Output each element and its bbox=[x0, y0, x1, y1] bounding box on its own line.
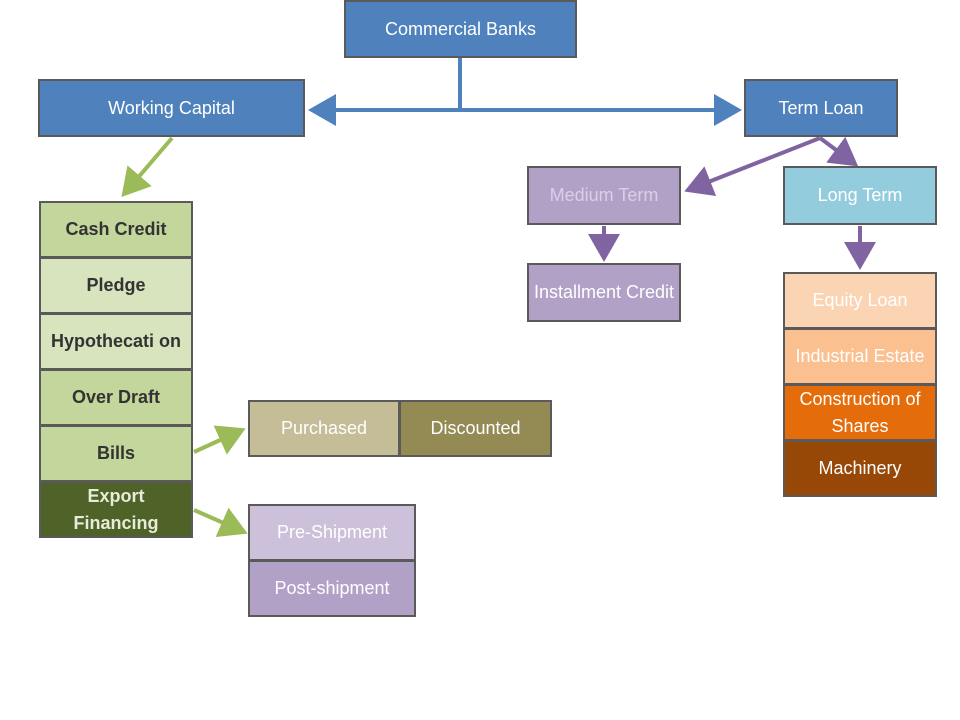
arrow-to-pre-shipment bbox=[193, 507, 248, 537]
term-loan-node: Term Loan bbox=[744, 79, 898, 137]
installment-credit-node: Installment Credit bbox=[527, 263, 681, 322]
equity-loan-node: Equity Loan bbox=[783, 272, 937, 329]
long-term-node: Long Term bbox=[783, 166, 937, 225]
export-financing-node: Export Financing bbox=[39, 481, 193, 538]
hypothecation-node: Hypothecati on bbox=[39, 313, 193, 370]
machinery-node: Machinery bbox=[783, 440, 937, 497]
pledge-node: Pledge bbox=[39, 257, 193, 314]
cash-credit-node: Cash Credit bbox=[39, 201, 193, 258]
arrow-to-purchased bbox=[193, 425, 246, 455]
discounted-node: Discounted bbox=[399, 400, 552, 457]
arrow-to-long-term bbox=[818, 136, 859, 167]
pre-shipment-node: Pre-Shipment bbox=[248, 504, 416, 561]
post-shipment-node: Post-shipment bbox=[248, 560, 416, 617]
over-draft-node: Over Draft bbox=[39, 369, 193, 426]
arrow-to-cash-credit bbox=[121, 136, 174, 198]
medium-term-node: Medium Term bbox=[527, 166, 681, 225]
industrial-estate-node: Industrial Estate bbox=[783, 328, 937, 385]
commercial-banks-node: Commercial Banks bbox=[344, 0, 577, 58]
bills-node: Bills bbox=[39, 425, 193, 482]
purchased-node: Purchased bbox=[248, 400, 400, 457]
arrow-to-medium-term bbox=[684, 136, 821, 197]
working-capital-node: Working Capital bbox=[38, 79, 305, 137]
construction-of-shares-node: Construction of Shares bbox=[783, 384, 937, 441]
